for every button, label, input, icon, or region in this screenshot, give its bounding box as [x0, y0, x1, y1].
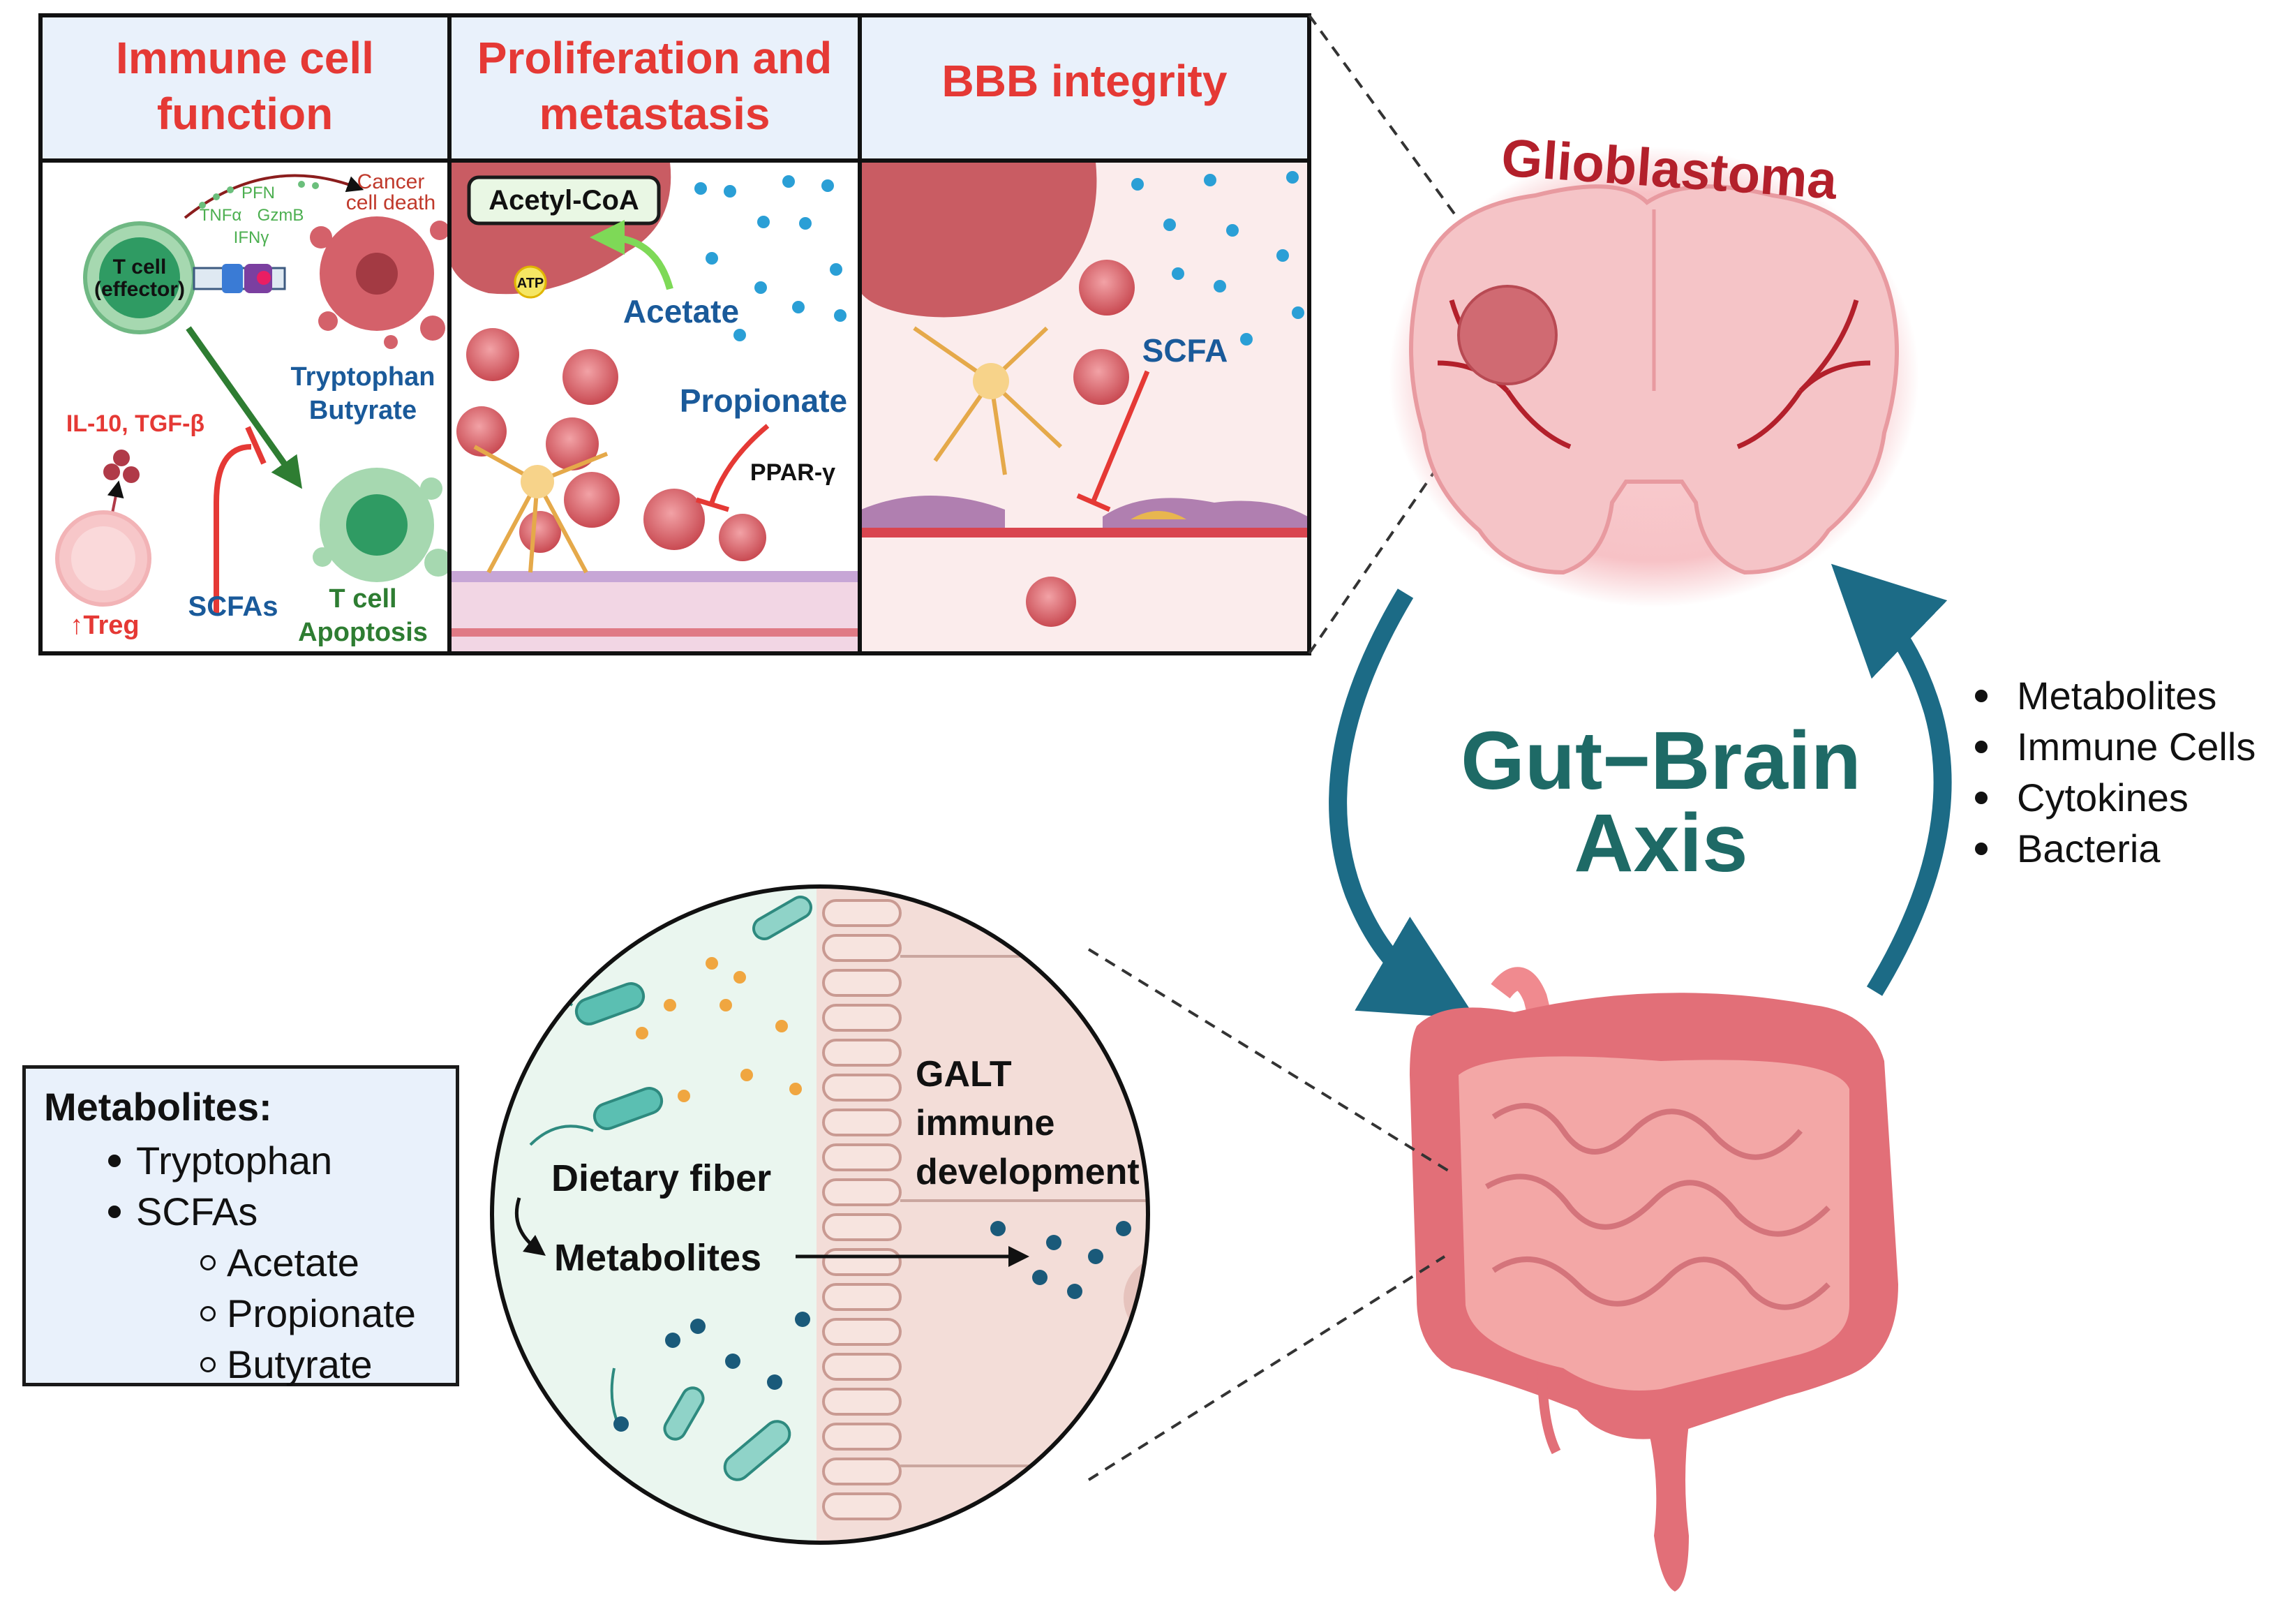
apoptosis-arrow: [186, 326, 302, 489]
small-intestine: [1459, 1056, 1849, 1391]
tumor-glioblastoma: [1457, 285, 1558, 385]
panel-header-prolif: [449, 15, 860, 161]
brain: Glioblastoma: [1389, 128, 1919, 607]
metabolite-subitem: Acetate: [44, 1237, 438, 1288]
panel-title-immune-2: function: [157, 89, 333, 139]
axis-title-1: Gut−Brain: [1461, 715, 1861, 807]
acetyl-coa-box: [467, 175, 661, 225]
propionate-inhibitor: [709, 424, 770, 504]
apoptosis-label-2: Apoptosis: [298, 618, 428, 647]
cytotoxic-arc: [184, 174, 364, 219]
scfas-label: SCFAs: [188, 591, 278, 622]
brain-to-gut-arrow: [1329, 588, 1477, 1019]
atp-burst: [514, 265, 547, 299]
dietary-fiber-label: Dietary fiber: [551, 1157, 771, 1199]
ifng-label: IFNγ: [234, 228, 269, 247]
metabolites-box: Metabolites: Tryptophan SCFAs Acetate Pr…: [22, 1065, 459, 1386]
atp-label: ATP: [517, 276, 544, 291]
villi: [822, 899, 902, 1520]
scfa-inhibitor: [214, 444, 252, 614]
il10-label: IL-10, TGF-β: [66, 410, 204, 437]
axis-title-2: Axis: [1574, 797, 1747, 889]
axis-list-item: Bacteria: [1960, 823, 2256, 874]
metabolites-box-title: Metabolites:: [44, 1085, 272, 1129]
bbb-panel-art: SCFA: [861, 162, 1308, 627]
galt-label-2: immune: [916, 1103, 1054, 1143]
apoptosis-label-1: T cell: [329, 584, 396, 614]
connector-gut-top: [1087, 948, 1453, 1174]
panel-title-prolif-2: metastasis: [539, 89, 770, 139]
acetyl-coa-label: Acetyl-CoA: [489, 185, 639, 216]
rectum: [1647, 1424, 1689, 1592]
panel-title-bbb: BBB integrity: [942, 56, 1228, 106]
scfa-label: SCFA: [1142, 332, 1228, 369]
metabolites-flow-label: Metabolites: [554, 1237, 761, 1279]
pfn-label: PFN: [241, 184, 275, 202]
panel-title-prolif-1: Proliferation and: [477, 33, 833, 83]
panel-header-bbb: [860, 15, 1309, 161]
metabolite-particles: [613, 1221, 1131, 1432]
tcell-label-1: T cell: [113, 255, 167, 279]
metabolite-subitem: Butyrate: [44, 1339, 438, 1390]
connector-bottom: [1308, 445, 1453, 655]
panel-header-immune: [40, 15, 449, 161]
tryptophan-label: Tryptophan: [291, 362, 435, 392]
scfa-inhibitor-bbb: [1090, 370, 1150, 504]
gzmb-label: GzmB: [258, 206, 304, 225]
immune-panel-art: T cell (effector) PFN TNFα GzmB IFNγ: [55, 170, 448, 647]
propionate-label: Propionate: [680, 383, 847, 419]
acetate-label: Acetate: [623, 293, 739, 329]
galt-label-1: GALT: [916, 1054, 1012, 1095]
gut-lumen-circle: [492, 887, 1148, 1543]
metabolite-dots-prolif: [694, 175, 847, 341]
axis-list-item: Immune Cells: [1960, 721, 2256, 772]
tnfa-label: TNFα: [200, 206, 242, 225]
axis-list-item: Cytokines: [1960, 772, 2256, 823]
galt-label-3: development: [916, 1152, 1140, 1192]
metabolite-dots-bbb: [1131, 171, 1304, 346]
panel-frame: [38, 13, 1311, 655]
prolif-panel-art: ATP Acetyl-CoA Acetate P: [451, 162, 858, 652]
panel-title-immune-1: Immune cell: [116, 33, 374, 83]
metabolite-item: Tryptophan: [44, 1135, 438, 1186]
cancer-death-label-2: cell death: [346, 191, 435, 214]
axis-list: Metabolites Immune Cells Cytokines Bacte…: [1960, 670, 2256, 874]
tcell-label-2: (effector): [94, 278, 185, 301]
treg-label: ↑Treg: [70, 611, 139, 640]
metabolites-list: Tryptophan SCFAs Acetate Propionate Buty…: [44, 1135, 438, 1390]
gut-to-brain-arrow: [1831, 563, 1952, 996]
metabolite-item: SCFAs: [44, 1186, 438, 1237]
ppar-label: PPAR-γ: [750, 459, 835, 486]
fiber-particles: [636, 957, 802, 1102]
tumor-mass-bbb: [861, 162, 1097, 318]
gut: [1410, 967, 1898, 1592]
cancer-cell-death: [310, 216, 448, 349]
acetate-arrow: [590, 220, 673, 290]
t-cell-apoptosis: [313, 468, 448, 582]
cancer-death-label-1: Cancer: [357, 170, 425, 193]
top-panels: Immune cell function Proliferation and m…: [38, 13, 1311, 655]
magnify-circle-border: [490, 884, 1150, 1545]
butyrate-label: Butyrate: [309, 396, 417, 425]
metabolite-subitem: Propionate: [44, 1288, 438, 1339]
connector-gut-bottom: [1087, 1255, 1446, 1481]
axis-list-item: Metabolites: [1960, 670, 2256, 721]
